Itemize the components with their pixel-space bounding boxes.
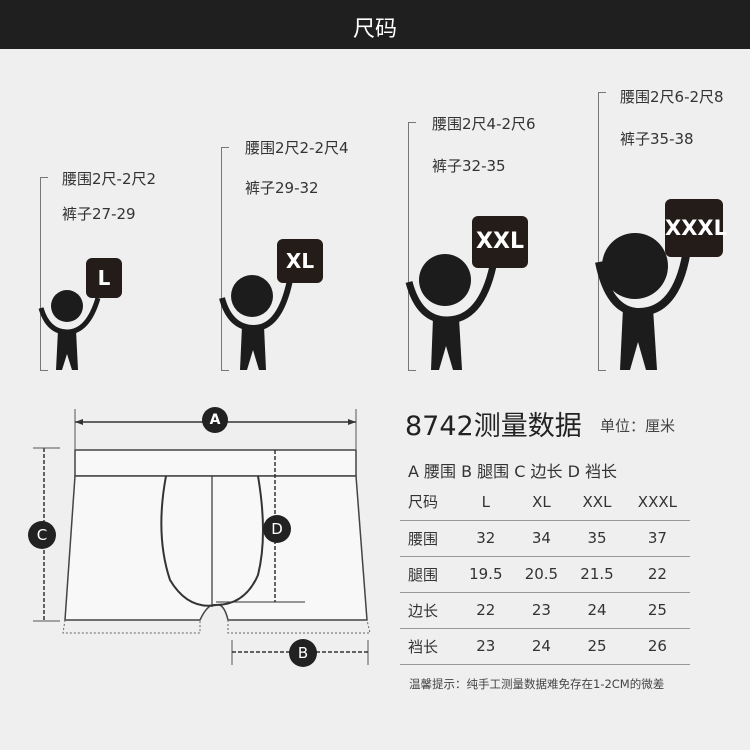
- pants-range-label: 裤子29-32: [245, 179, 319, 197]
- waist-range-label: 腰围2尺2-2尺4: [245, 139, 349, 157]
- table-cell: 19.5: [458, 556, 514, 593]
- table-cell: 腰围: [400, 520, 458, 557]
- table-cell: 22: [624, 556, 690, 593]
- table-cell: 25: [569, 628, 625, 665]
- pants-range-label: 裤子32-35: [432, 157, 506, 175]
- person-icon: [38, 290, 101, 370]
- brief-outline: [33, 409, 371, 665]
- scale-line: [598, 92, 599, 371]
- table-cell: 22: [458, 592, 514, 629]
- dimension-a-marker: A: [202, 407, 228, 433]
- person-icon: [405, 254, 497, 370]
- tip-note: 温馨提示：纯手工测量数据难免存在1-2CM的微差: [409, 677, 665, 691]
- size-badge-l: L: [86, 258, 122, 298]
- measure-legend: A 腰围 B 腿围 C 边长 D 裆长: [408, 462, 618, 481]
- table-header-cell: L: [458, 484, 514, 521]
- table-header-cell: 尺码: [400, 484, 458, 521]
- size-badge-xl: XL: [277, 239, 323, 283]
- table-cell: 边长: [400, 592, 458, 629]
- size-badge-xxxl: XXXL: [665, 199, 727, 257]
- measure-title: 8742测量数据: [405, 411, 582, 442]
- table-header-row: 尺码 L XL XXL XXXL: [400, 484, 690, 521]
- waist-range-label: 腰围2尺-2尺2: [62, 170, 157, 188]
- table-cell: 裆长: [400, 628, 458, 665]
- page-title: 尺码: [352, 17, 397, 42]
- pants-range-label: 裤子35-38: [620, 130, 694, 148]
- table-row: 腰围 32 34 35 37: [400, 520, 690, 557]
- table-cell: 23: [458, 628, 514, 665]
- scale-line: [408, 122, 409, 371]
- table-cell: 35: [569, 520, 625, 557]
- brief-measure-diagram: A C D B: [20, 395, 390, 685]
- person-icon: [219, 275, 293, 370]
- table-cell: 24: [569, 592, 625, 629]
- dimension-d-marker: D: [263, 515, 291, 543]
- table-cell: 34: [513, 520, 570, 557]
- dimension-c-marker: C: [28, 521, 56, 549]
- header-bar: 尺码: [0, 0, 750, 49]
- pants-range-label: 裤子27-29: [62, 205, 136, 223]
- unit-label: 单位：厘米: [600, 417, 676, 435]
- scale-line: [221, 147, 222, 371]
- table-cell: 26: [624, 628, 690, 665]
- table-cell: 24: [513, 628, 570, 665]
- table-cell: 23: [513, 592, 570, 629]
- scale-line: [40, 177, 41, 371]
- table-header-cell: XXXL: [624, 484, 690, 521]
- table-row: 边长 22 23 24 25: [400, 592, 690, 629]
- person-icon: [595, 233, 691, 370]
- table-cell: 25: [624, 592, 690, 629]
- size-badge-xxl: XXL: [472, 216, 528, 268]
- table-cell: 21.5: [569, 556, 625, 593]
- size-table: 尺码 L XL XXL XXXL 腰围 32 34 35 37 腿围 19.5 …: [400, 484, 690, 665]
- table-row: 裆长 23 24 25 26: [400, 628, 690, 665]
- dimension-b-marker: B: [289, 639, 317, 667]
- table-row: 腿围 19.5 20.5 21.5 22: [400, 556, 690, 593]
- table-header-cell: XL: [513, 484, 570, 521]
- waist-range-label: 腰围2尺4-2尺6: [432, 115, 536, 133]
- waist-range-label: 腰围2尺6-2尺8: [620, 88, 724, 106]
- table-header-cell: XXL: [569, 484, 625, 521]
- table-cell: 32: [458, 520, 514, 557]
- table-cell: 腿围: [400, 556, 458, 593]
- table-cell: 37: [624, 520, 690, 557]
- table-cell: 20.5: [513, 556, 570, 593]
